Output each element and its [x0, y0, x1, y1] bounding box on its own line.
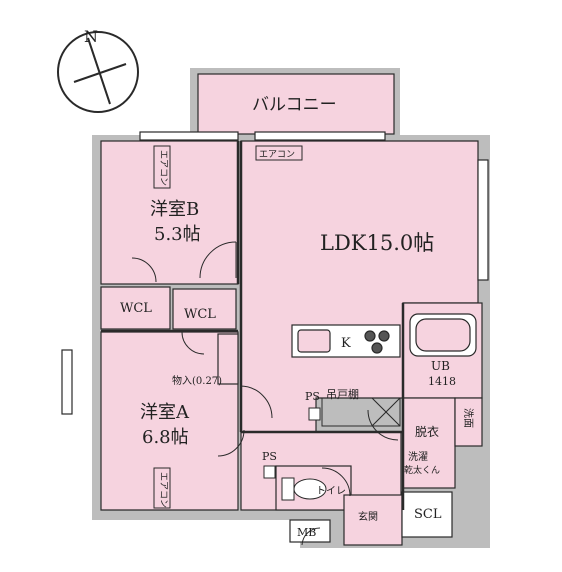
- balcony-area: [197, 73, 395, 135]
- room-labels: バルコニー LDK15.0帖 洋室B 5.3帖 WCL WCL 物入(0.27)…: [120, 95, 456, 539]
- bedroom-a-size: 6.8帖: [142, 427, 189, 448]
- laundry-label-2: 乾太くん: [404, 464, 440, 476]
- wcl-area-2: [172, 288, 237, 330]
- washroom-area: [454, 397, 483, 447]
- ac-label-bedroom-a: エアコン: [158, 472, 168, 508]
- bathtub: [409, 313, 477, 357]
- hanging-cabinet: [321, 397, 401, 427]
- bedroom-b-size: 5.3帖: [154, 224, 201, 245]
- scl-area: [401, 491, 453, 538]
- laundry-label-1: 洗濯: [408, 451, 428, 463]
- storage-label: 物入(0.27): [172, 374, 222, 387]
- ac-boxes: [153, 145, 303, 509]
- windows: [61, 131, 489, 415]
- wall-lines: [101, 141, 405, 510]
- ac-label-bedroom-b: エアコン: [158, 150, 168, 186]
- mb-label: MB: [297, 526, 316, 539]
- wcl-label-1: WCL: [120, 301, 152, 316]
- toilet-label: トイレ: [316, 486, 346, 497]
- ps-boxes: [263, 407, 321, 479]
- compass: N: [57, 27, 139, 113]
- scl-label: SCL: [414, 507, 442, 522]
- wcl-label-2: WCL: [184, 307, 216, 322]
- bedroom-b-name: 洋室B: [150, 199, 199, 220]
- unit-bath-label-1: UB: [431, 359, 450, 373]
- bedroom-a-name: 洋室A: [140, 402, 190, 423]
- vertical-labels: エアコン 洗面 エアコン: [158, 150, 474, 508]
- kitchen-counter: [291, 324, 401, 358]
- unit-bath-label-2: 1418: [428, 375, 456, 388]
- ps-label-2: PS: [262, 450, 277, 463]
- ldk-label: LDK15.0帖: [320, 231, 434, 255]
- storage-area: [217, 333, 239, 385]
- toilet-fixture: [281, 477, 327, 501]
- entrance-label: 玄関: [358, 510, 378, 523]
- compass-ring: [57, 31, 139, 113]
- door-arcs: [131, 241, 399, 546]
- kitchen-label: K: [341, 336, 351, 351]
- washroom-label: 洗面: [462, 408, 474, 428]
- hanging-cabinet-label: 吊戸棚: [326, 387, 359, 401]
- ac-label-ldk: エアコン: [259, 150, 295, 160]
- compass-north-label: N: [84, 27, 98, 46]
- dressing-label: 脱衣: [415, 424, 439, 439]
- ps-label-1: PS: [305, 390, 320, 403]
- wcl-area-1: [100, 286, 171, 330]
- balcony-label: バルコニー: [252, 95, 337, 115]
